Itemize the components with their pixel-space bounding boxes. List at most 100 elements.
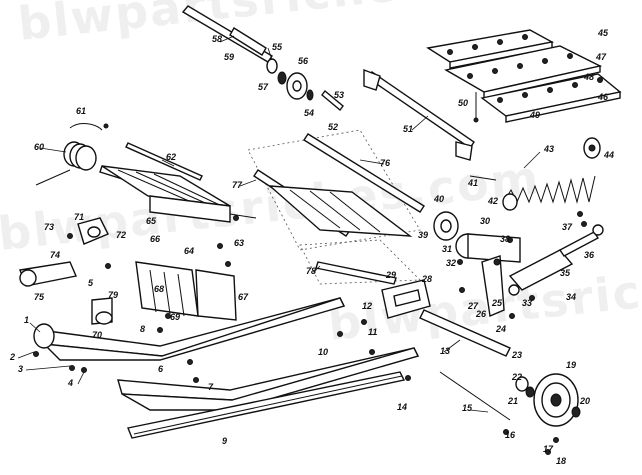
callout-16: 16 [505,430,516,440]
callout-58: 58 [212,34,222,44]
callout-labels: 1 2 3 4 5 6 7 8 9 10 11 12 13 14 15 16 1… [9,28,614,466]
callout-49: 49 [529,110,540,120]
callout-40: 40 [433,194,444,204]
callout-35: 35 [560,268,571,278]
idler-wheel-56 [266,58,344,112]
callout-68: 68 [154,284,164,294]
callout-73: 73 [44,222,54,232]
callout-18: 18 [556,456,566,466]
callout-10: 10 [318,347,328,357]
block-70 [91,297,113,325]
callout-46: 46 [597,92,609,102]
callout-34: 34 [566,292,576,302]
callout-32: 32 [446,258,456,268]
guide-rails [247,129,425,251]
callout-47: 47 [595,52,607,62]
callout-52: 52 [328,122,338,132]
callout-8: 8 [140,324,145,334]
axle-15 [439,371,511,421]
callout-20: 20 [579,396,590,406]
callout-61: 61 [76,106,86,116]
callout-53: 53 [334,90,344,100]
callout-48: 48 [583,72,594,82]
callout-74: 74 [50,250,60,260]
callout-28: 28 [421,274,432,284]
slide-rail-1 [33,297,346,361]
slide-plates [426,29,622,123]
pivot-assembly-30 [433,211,521,263]
callout-31: 31 [442,244,452,254]
bracket-28 [381,279,431,319]
callout-42: 42 [487,196,498,206]
callout-14: 14 [397,402,407,412]
callout-24: 24 [495,324,506,334]
callout-26: 26 [475,309,487,319]
link-75 [19,261,77,287]
callout-38: 38 [500,234,510,244]
spring-43 [502,137,601,211]
callout-54: 54 [304,108,314,118]
callout-50: 50 [458,98,468,108]
callout-41: 41 [467,178,478,188]
callout-79: 79 [108,290,118,300]
callout-4: 4 [67,378,73,388]
callout-60: 60 [34,142,44,152]
plate-68 [135,261,199,317]
crossbar-13 [419,309,511,357]
callout-75: 75 [34,292,45,302]
callout-23: 23 [511,350,522,360]
wear-strip-9 [127,371,406,439]
fasteners [33,211,587,455]
callout-62: 62 [166,152,176,162]
callout-70: 70 [92,330,102,340]
callout-33: 33 [522,298,532,308]
arm-26 [481,255,505,318]
callout-29: 29 [385,270,396,280]
callout-2: 2 [9,352,15,362]
callout-69: 69 [170,312,180,322]
callout-25: 25 [491,298,503,308]
callout-1: 1 [24,315,29,325]
callout-51: 51 [403,124,413,134]
callout-17: 17 [543,444,554,454]
callout-65: 65 [146,216,157,226]
shock-absorber-35 [508,224,604,296]
callout-57: 57 [258,82,269,92]
callout-22: 22 [511,372,522,382]
callout-21: 21 [507,396,518,406]
rear-axle-51 [363,68,497,181]
callout-36: 36 [584,250,595,260]
shaft-78 [299,239,421,285]
callout-55: 55 [272,42,283,52]
callout-37: 37 [562,222,573,232]
leader-lines [17,35,541,413]
plate-67 [195,269,237,321]
callout-19: 19 [566,360,576,370]
shaft-62 [125,142,203,181]
callout-63: 63 [234,238,244,248]
bolt-50 [473,92,479,123]
callout-45: 45 [597,28,609,38]
callout-27: 27 [467,301,479,311]
callout-77: 77 [232,180,243,190]
wheel-19 [515,373,581,427]
callout-44: 44 [603,150,614,160]
callout-71: 71 [74,212,84,222]
callout-56: 56 [298,56,309,66]
callout-15: 15 [462,403,473,413]
callout-6: 6 [158,364,164,374]
pin-61 [69,123,109,131]
torsion-spring-60 [35,141,97,186]
callout-12: 12 [362,301,372,311]
callout-3: 3 [18,364,23,374]
bracket-72 [77,217,109,245]
callout-7: 7 [208,382,214,392]
shaft-58 [181,5,273,63]
callout-9: 9 [222,436,227,446]
callout-67: 67 [238,292,249,302]
callout-72: 72 [116,230,126,240]
callout-39: 39 [418,230,428,240]
slide-rail-6 [117,347,420,411]
